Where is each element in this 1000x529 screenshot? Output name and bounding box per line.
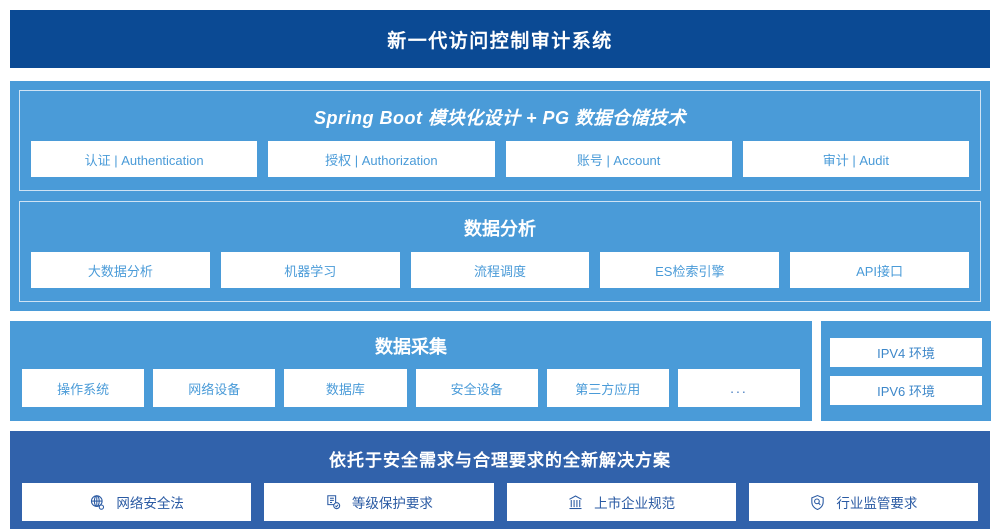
- spacer: [10, 68, 990, 81]
- collection-title: 数据采集: [375, 337, 447, 357]
- solution-card-label: 网络安全法: [116, 496, 184, 511]
- architecture-group: Spring Boot 模块化设计 + PG 数据仓储技术 认证 | Authe…: [19, 90, 981, 191]
- analysis-title: 数据分析: [464, 219, 536, 239]
- solution-card-row: 网络安全法 等级保护要求: [22, 483, 978, 521]
- spacer: [10, 311, 990, 321]
- collection-card-network-device[interactable]: 网络设备: [153, 369, 276, 407]
- analysis-group: 数据分析 大数据分析 机器学习 流程调度 ES检索引擎 API接口: [19, 201, 981, 302]
- architecture-card-audit[interactable]: 审计 | Audit: [742, 141, 969, 177]
- analysis-card-bigdata[interactable]: 大数据分析: [31, 252, 210, 288]
- globe-network-icon: [89, 494, 106, 511]
- architecture-title: Spring Boot 模块化设计 + PG 数据仓储技术: [313, 108, 686, 128]
- platform-layer-panel: Spring Boot 模块化设计 + PG 数据仓储技术 认证 | Authe…: [10, 81, 990, 311]
- architecture-card-authentication[interactable]: 认证 | Authentication: [31, 141, 258, 177]
- bank-building-icon: [567, 494, 584, 511]
- collection-layer-row: 数据采集 操作系统 网络设备 数据库 安全设备 第三方应用 ... IPV4 环…: [10, 321, 991, 421]
- analysis-card-machine-learning[interactable]: 机器学习: [220, 252, 400, 288]
- architecture-card-row: 认证 | Authentication 授权 | Authorization 账…: [31, 141, 969, 177]
- document-check-icon: [325, 494, 342, 511]
- collection-card-third-party-app[interactable]: 第三方应用: [546, 369, 669, 407]
- environment-card-ipv4[interactable]: IPV4 环境: [830, 337, 982, 367]
- collection-card-os[interactable]: 操作系统: [22, 369, 145, 407]
- collection-card-more[interactable]: ...: [677, 369, 801, 407]
- solution-card-label: 等级保护要求: [351, 496, 433, 511]
- analysis-card-es-search[interactable]: ES检索引擎: [600, 252, 780, 288]
- collection-card-row: 操作系统 网络设备 数据库 安全设备 第三方应用 ...: [22, 369, 801, 407]
- solution-card-industry-regulation[interactable]: 行业监管要求: [748, 483, 978, 521]
- architecture-card-authorization[interactable]: 授权 | Authorization: [268, 141, 495, 177]
- solution-card-label: 行业监管要求: [836, 496, 918, 511]
- shield-search-icon: [809, 494, 826, 511]
- solution-title: 依托于安全需求与合理要求的全新解决方案: [329, 451, 671, 470]
- page-title: 新一代访问控制审计系统: [387, 30, 613, 52]
- collection-card-security-device[interactable]: 安全设备: [415, 369, 538, 407]
- environment-card-ipv6[interactable]: IPV6 环境: [830, 375, 982, 405]
- spacer: [10, 421, 990, 431]
- collection-card-database[interactable]: 数据库: [284, 369, 407, 407]
- solution-card-cybersecurity-law[interactable]: 网络安全法: [22, 483, 252, 521]
- solution-card-listed-company-standard[interactable]: 上市企业规范: [506, 483, 736, 521]
- analysis-card-process-scheduling[interactable]: 流程调度: [410, 252, 590, 288]
- architecture-card-account[interactable]: 账号 | Account: [505, 141, 732, 177]
- analysis-card-row: 大数据分析 机器学习 流程调度 ES检索引擎 API接口: [31, 252, 969, 288]
- environment-panel: IPV4 环境 IPV6 环境: [821, 321, 991, 421]
- page-header: 新一代访问控制审计系统: [10, 10, 990, 68]
- solution-card-label: 上市企业规范: [594, 496, 676, 511]
- analysis-card-api[interactable]: API接口: [790, 252, 969, 288]
- spacer: [19, 191, 981, 201]
- solution-panel: 依托于安全需求与合理要求的全新解决方案 网络安全法: [10, 431, 990, 529]
- solution-card-grade-protection[interactable]: 等级保护要求: [264, 483, 494, 521]
- collection-panel: 数据采集 操作系统 网络设备 数据库 安全设备 第三方应用 ...: [10, 321, 812, 421]
